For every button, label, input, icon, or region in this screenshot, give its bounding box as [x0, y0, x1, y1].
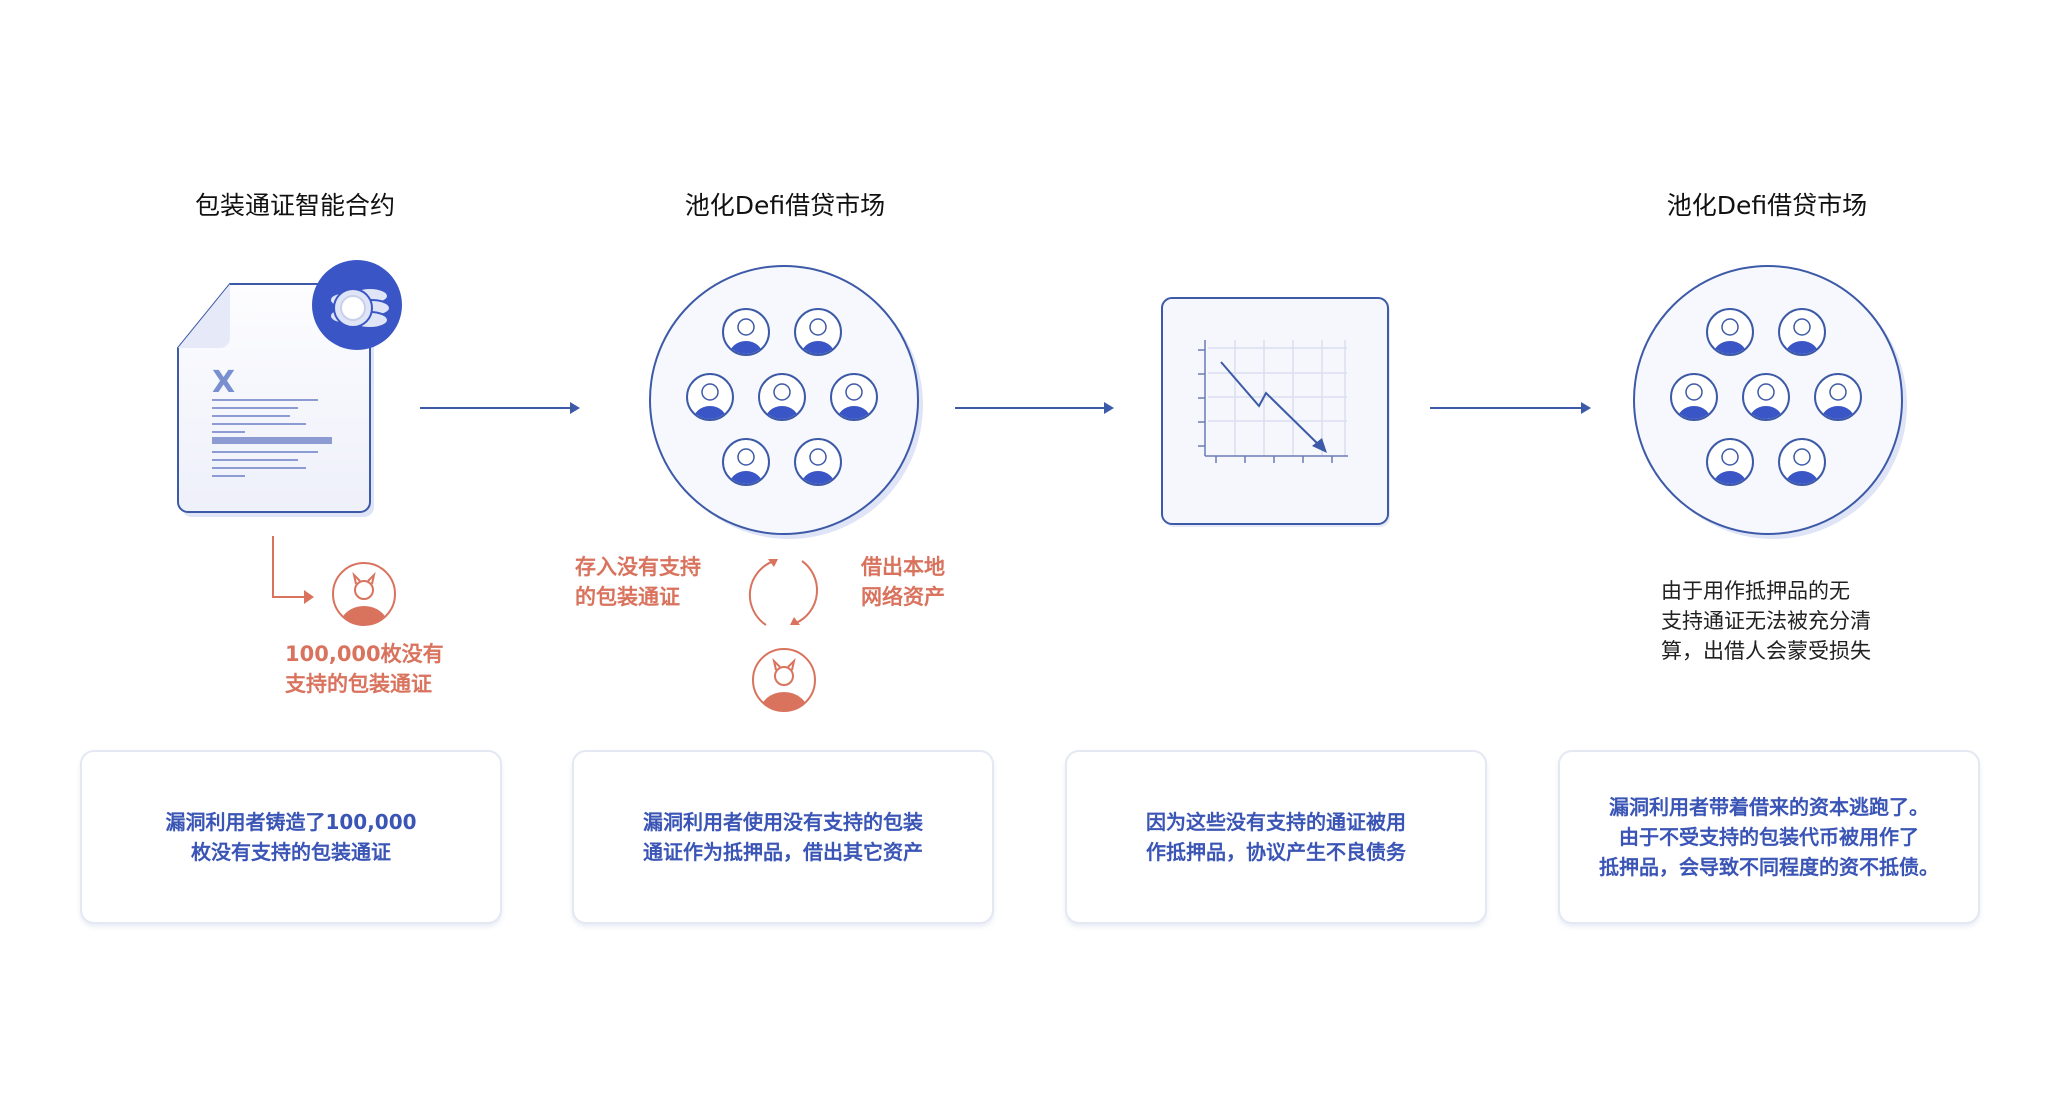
user-avatar-icon [1706, 308, 1754, 356]
user-avatar-icon [722, 438, 770, 486]
user-avatar-icon [830, 373, 878, 421]
exploiter-avatar-icon [752, 648, 816, 712]
minted-tokens-label: 100,000枚没有 支持的包装通证 [285, 639, 444, 699]
label-line: 存入没有支持 [575, 555, 701, 579]
card-text-line: 通证作为抵押品，借出其它资产 [643, 840, 923, 864]
svg-text:X: X [212, 365, 235, 400]
user-avatar-icon [1670, 373, 1718, 421]
cycle-arrows-icon [748, 559, 819, 626]
card-text-line: 漏洞利用者带着借来的资本逃跑了。 [1609, 795, 1929, 819]
label-line: 的包装通证 [575, 585, 680, 609]
user-avatar-icon [1778, 308, 1826, 356]
user-avatar-icon [1706, 438, 1754, 486]
deposit-label: 存入没有支持 的包装通证 [575, 552, 701, 612]
card-text-line: 因为这些没有支持的通证被用 [1146, 810, 1406, 834]
user-avatar-icon [794, 308, 842, 356]
user-avatar-icon [1814, 373, 1862, 421]
user-avatar-icon [794, 438, 842, 486]
card-text-line: 抵押品，会导致不同程度的资不抵债。 [1599, 855, 1939, 879]
lender-loss-note: 由于用作抵押品的无 支持通证无法被充分清 算，出借人会蒙受损失 [1661, 576, 1871, 666]
step-card-3: 因为这些没有支持的通证被用 作抵押品，协议产生不良债务 [1065, 750, 1487, 924]
user-avatar-icon [1742, 373, 1790, 421]
card-text-line: 漏洞利用者使用没有支持的包装 [643, 810, 923, 834]
label-line: 网络资产 [861, 585, 945, 609]
step-card-4: 漏洞利用者带着借来的资本逃跑了。 由于不受支持的包装代币被用作了 抵押品，会导致… [1558, 750, 1980, 924]
card-text-line: 漏洞利用者铸造了100,000 [165, 810, 417, 834]
label-line: 借出本地 [861, 555, 945, 579]
exploiter-avatar-icon [332, 562, 396, 626]
note-line: 支持通证无法被充分清 [1661, 609, 1871, 633]
user-avatar-icon [722, 308, 770, 356]
card-text-line: 作抵押品，协议产生不良债务 [1146, 840, 1406, 864]
user-avatar-icon [758, 373, 806, 421]
label-line: 100,000枚没有 [285, 642, 444, 666]
lending-pool-icon [649, 265, 923, 539]
lending-pool-icon [1633, 265, 1907, 539]
card-text-line: 由于不受支持的包装代币被用作了 [1619, 825, 1919, 849]
note-line: 算，出借人会蒙受损失 [1661, 639, 1871, 663]
step-card-2: 漏洞利用者使用没有支持的包装 通证作为抵押品，借出其它资产 [572, 750, 994, 924]
user-avatar-icon [1778, 438, 1826, 486]
declining-chart-icon [1161, 297, 1390, 527]
note-line: 由于用作抵押品的无 [1661, 579, 1850, 603]
title-defi-market-1: 池化Defi借贷市场 [684, 191, 886, 220]
borrow-label: 借出本地 网络资产 [861, 552, 945, 612]
title-defi-market-2: 池化Defi借贷市场 [1666, 191, 1868, 220]
card-text-line: 枚没有支持的包装通证 [191, 840, 391, 864]
user-avatar-icon [686, 373, 734, 421]
label-line: 支持的包装通证 [285, 672, 432, 696]
title-wrapped-token-contract: 包装通证智能合约 [194, 191, 396, 220]
step-card-1: 漏洞利用者铸造了100,000 枚没有支持的包装通证 [80, 750, 502, 924]
